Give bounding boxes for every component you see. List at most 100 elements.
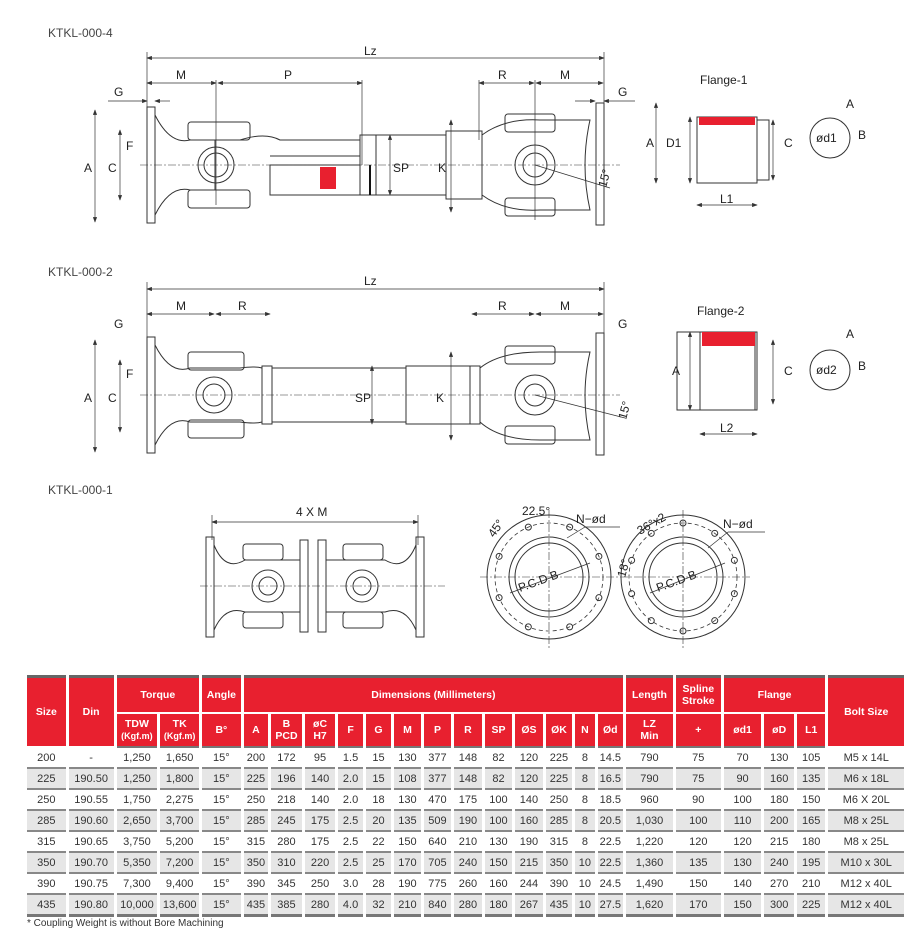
table-cell: 280 xyxy=(271,832,302,853)
table-cell: 225 xyxy=(27,769,66,790)
table-cell: M6 x 18L xyxy=(828,769,904,790)
drawing-ktkl-000-4: KTKL-000-4 Lz M P R M G G 15 xyxy=(48,26,635,226)
table-cell: 390 xyxy=(545,874,573,895)
table-cell: 1,650 xyxy=(160,748,200,769)
table-cell: 20 xyxy=(365,811,392,832)
flange-10-hole-view: P.C.D B 36°x2 18° N−ød xyxy=(614,510,765,648)
bore-od1: ød1 xyxy=(816,131,837,145)
table-cell: 120 xyxy=(515,769,543,790)
bolt-hole xyxy=(495,594,503,602)
dim-g: G xyxy=(114,317,123,331)
table-cell: 225 xyxy=(796,895,826,917)
table-cell: 960 xyxy=(626,790,673,811)
table-cell: 150 xyxy=(394,832,421,853)
dim-m: M xyxy=(176,68,186,82)
dim-lz: Lz xyxy=(364,274,377,288)
table-cell: 1,490 xyxy=(626,874,673,895)
flange-dim-l1: L1 xyxy=(720,192,734,206)
table-cell: M10 x 30L xyxy=(828,853,904,874)
dim-m: M xyxy=(560,68,570,82)
table-cell: 1,800 xyxy=(160,769,200,790)
bolt-hole xyxy=(711,529,719,537)
table-cell: 244 xyxy=(515,874,543,895)
angle-18: 18° xyxy=(614,557,632,578)
table-cell: 18 xyxy=(365,790,392,811)
dim-a: A xyxy=(84,391,92,405)
table-cell: 250 xyxy=(243,790,269,811)
table-cell: 1,360 xyxy=(626,853,673,874)
col-od: Ød xyxy=(597,714,624,748)
table-cell: 1,750 xyxy=(116,790,158,811)
dim-a: A xyxy=(84,161,92,175)
table-cell: 315 xyxy=(243,832,269,853)
table-cell: 82 xyxy=(484,748,513,769)
col-tk: TK(Kgf.m) xyxy=(160,714,200,748)
bolt-hole xyxy=(647,617,655,625)
table-cell: 190.55 xyxy=(68,790,114,811)
keyway-b: B xyxy=(858,128,866,142)
footnote: * Coupling Weight is without Bore Machin… xyxy=(27,918,224,929)
flange-dim-d1: D1 xyxy=(666,136,682,150)
table-cell: 3,750 xyxy=(116,832,158,853)
col-os: ØS xyxy=(515,714,543,748)
bolt-hole xyxy=(679,627,687,635)
flange-8-hole-view: P.C.D B 45° 22.5° N−ød xyxy=(480,504,620,648)
bolt-hole xyxy=(524,523,532,531)
flange-title: Flange-1 xyxy=(700,73,748,87)
table-cell: 190.50 xyxy=(68,769,114,790)
table-cell: M6 X 20L xyxy=(828,790,904,811)
table-cell: 8 xyxy=(575,769,595,790)
table-cell: 160 xyxy=(515,811,543,832)
table-cell: 3,700 xyxy=(160,811,200,832)
table-cell: 8 xyxy=(575,790,595,811)
table-cell: 100 xyxy=(675,811,721,832)
table-cell: 148 xyxy=(454,769,482,790)
table-cell: 840 xyxy=(423,895,452,917)
col-f: F xyxy=(338,714,363,748)
table-cell: 350 xyxy=(27,853,66,874)
dim-m: M xyxy=(176,299,186,313)
col-m: M xyxy=(394,714,421,748)
table-cell: 170 xyxy=(675,895,721,917)
table-cell: 18.5 xyxy=(597,790,624,811)
flange-dim-c: C xyxy=(784,136,793,150)
bolt-hole xyxy=(730,556,738,564)
bolt-hole xyxy=(647,529,655,537)
hole-spec: N−ød xyxy=(723,517,753,531)
bolt-hole xyxy=(730,590,738,598)
table-cell: 210 xyxy=(796,874,826,895)
table-cell: 165 xyxy=(796,811,826,832)
table-cell: 140 xyxy=(723,874,762,895)
table-cell: 10 xyxy=(575,853,595,874)
table-cell: 240 xyxy=(454,853,482,874)
table-cell: 245 xyxy=(271,811,302,832)
table-cell: 130 xyxy=(723,853,762,874)
table-cell: 775 xyxy=(423,874,452,895)
table-cell: 280 xyxy=(304,895,336,917)
table-cell: 110 xyxy=(723,811,762,832)
table-cell: 1,030 xyxy=(626,811,673,832)
drawing-title: KTKL-000-1 xyxy=(48,483,113,497)
table-cell: 285 xyxy=(545,811,573,832)
bolt-hole xyxy=(595,594,603,602)
table-cell: 8 xyxy=(575,832,595,853)
table-cell: 285 xyxy=(27,811,66,832)
table-cell: 95 xyxy=(304,748,336,769)
table-cell: 435 xyxy=(243,895,269,917)
table-cell: 148 xyxy=(454,748,482,769)
table-cell: 130 xyxy=(394,790,421,811)
table-cell: M8 x 25L xyxy=(828,832,904,853)
table-cell: 120 xyxy=(515,748,543,769)
col-group-spline: Spline Stroke xyxy=(675,675,721,714)
table-cell: 790 xyxy=(626,748,673,769)
dim-r: R xyxy=(238,299,247,313)
table-cell: 190.70 xyxy=(68,853,114,874)
col-oD: øD xyxy=(764,714,794,748)
table-cell: 170 xyxy=(394,853,421,874)
table-cell: 3.0 xyxy=(338,874,363,895)
table-cell: M8 x 25L xyxy=(828,811,904,832)
table-cell: 1,250 xyxy=(116,769,158,790)
table-cell: 15° xyxy=(202,832,241,853)
